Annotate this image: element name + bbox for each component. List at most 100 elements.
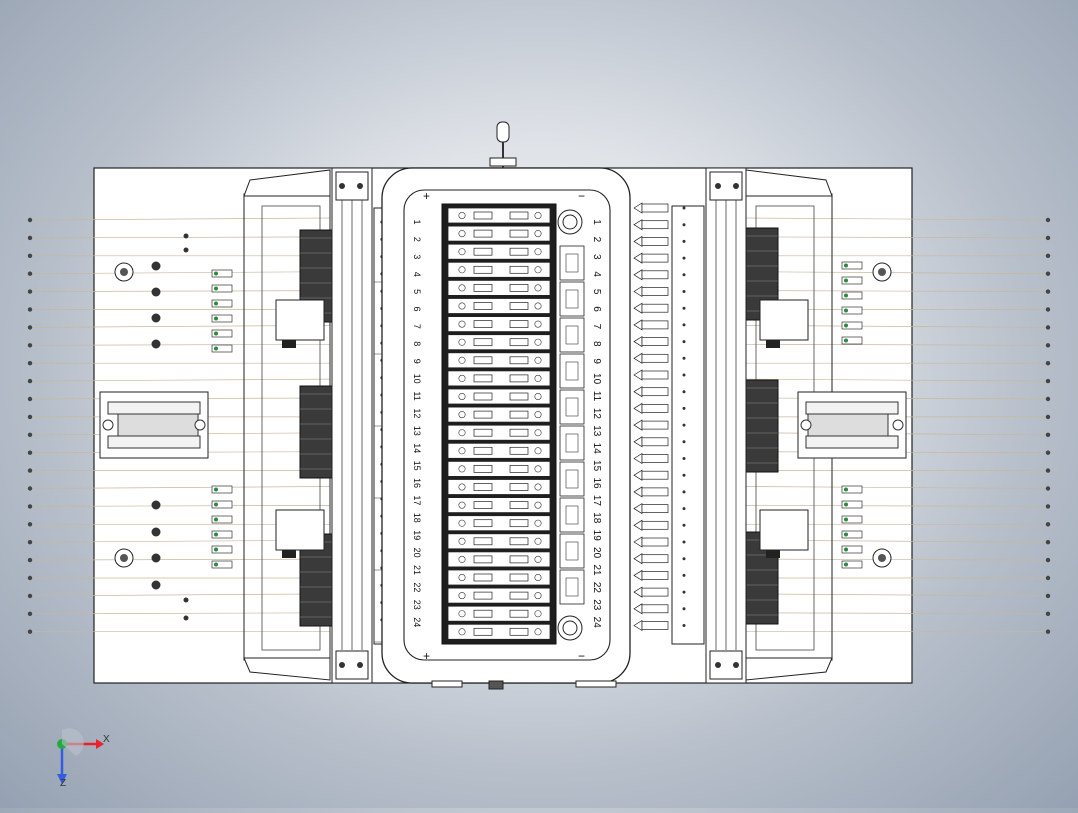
- wire-end: [1045, 361, 1051, 366]
- probe-body: [641, 554, 669, 564]
- cell-terminal: [473, 573, 493, 582]
- probe-body: [641, 270, 669, 280]
- probe-pin: [682, 507, 686, 511]
- cell-screw: [534, 212, 542, 220]
- cell-terminal: [509, 338, 529, 347]
- fuse-clip: [841, 336, 863, 345]
- cell-terminal: [509, 446, 529, 455]
- wire: [29, 271, 331, 275]
- cell-number-left: 8: [412, 341, 422, 346]
- wire: [29, 378, 331, 382]
- fuse-led: [214, 532, 218, 537]
- fuse-clip: [841, 291, 863, 300]
- cell-terminal: [473, 609, 493, 618]
- cell-terminal: [473, 410, 493, 419]
- cell-screw: [458, 248, 466, 256]
- fuse-clip: [841, 515, 863, 524]
- probe-body: [641, 604, 669, 614]
- cell-screw: [458, 374, 466, 382]
- cell-number-left: 22: [412, 582, 422, 592]
- cell-number-left: 23: [412, 600, 422, 610]
- cell-screw: [534, 338, 542, 346]
- probe-pin: [682, 223, 686, 227]
- probe-body: [641, 454, 669, 463]
- cell-number-right: 4: [591, 271, 602, 277]
- cell-screw: [458, 212, 466, 220]
- fuse-led: [844, 487, 848, 492]
- cell-number-right: 10: [591, 373, 602, 385]
- cell-number-right: 14: [591, 443, 602, 455]
- cell-screw: [458, 519, 466, 527]
- screw-dot: [151, 261, 161, 271]
- probe-pin: [682, 423, 686, 427]
- polarity-minus-bottom: −: [578, 649, 585, 663]
- spring-probes: [633, 202, 686, 632]
- right-module: [745, 169, 833, 681]
- wire: [29, 236, 331, 239]
- cell-terminal: [473, 265, 493, 274]
- fuse-clip: [211, 530, 233, 539]
- probe-body: [641, 237, 669, 246]
- wire: [745, 558, 1049, 561]
- probe-pin: [682, 306, 686, 310]
- cell-number-left: 5: [412, 289, 422, 294]
- probe-body: [641, 387, 669, 397]
- cell-screw: [534, 266, 542, 274]
- fuse-led: [214, 502, 218, 507]
- probe-body: [641, 420, 669, 430]
- cell-screw: [534, 573, 542, 581]
- wire-end: [1045, 217, 1051, 223]
- wire-end: [27, 343, 33, 348]
- wire-end: [1045, 414, 1051, 420]
- cell-screw: [458, 610, 466, 618]
- fuse-led: [214, 331, 218, 336]
- battery-cells: [447, 207, 551, 640]
- fuse-clip: [841, 261, 863, 270]
- bottom-foot-left: [431, 680, 463, 688]
- cell-number-left: 13: [412, 426, 422, 436]
- fuse-clip: [211, 329, 233, 338]
- cell-number-right: 12: [591, 408, 602, 420]
- cell-number-right: 11: [591, 391, 602, 402]
- wire: [745, 505, 1049, 507]
- wire-end: [1045, 378, 1051, 384]
- cell-screw: [534, 519, 542, 527]
- probe-pin: [682, 340, 686, 344]
- cell-screw: [458, 338, 466, 346]
- slot-inner: [565, 397, 579, 417]
- top-handle: [489, 121, 517, 168]
- probe-body: [641, 520, 669, 530]
- fuse-clip: [211, 515, 233, 524]
- cell-screw: [458, 592, 466, 600]
- slot: [559, 425, 585, 461]
- probe-body: [641, 487, 669, 497]
- right-clamp: [797, 391, 907, 459]
- cell-slots: [559, 245, 585, 605]
- cell-screw: [534, 537, 542, 545]
- cell-screw: [534, 392, 542, 400]
- probe-pin: [682, 473, 686, 477]
- cell-terminal: [473, 428, 493, 437]
- cell-terminal: [509, 410, 529, 419]
- probe-body: [641, 470, 669, 480]
- cell-screw: [534, 501, 542, 509]
- probe-pin: [682, 490, 686, 494]
- cell-number-right: 20: [591, 547, 602, 559]
- cell-terminal: [473, 392, 493, 401]
- wire-end: [1045, 432, 1051, 437]
- slot: [559, 353, 585, 389]
- screw-dot: [151, 287, 161, 297]
- wire-end: [1045, 271, 1051, 276]
- fuse-led: [844, 263, 848, 268]
- wire-bundle-right: [745, 217, 1051, 634]
- sensor-base: [766, 340, 780, 348]
- probe-body: [641, 320, 669, 330]
- probe-pin: [682, 457, 686, 460]
- cell-number-right: 5: [591, 289, 602, 295]
- cell-screw: [458, 501, 466, 509]
- cell-number-right: 23: [591, 599, 602, 611]
- triad-x-label: X: [103, 734, 110, 745]
- cell-terminal: [473, 229, 493, 238]
